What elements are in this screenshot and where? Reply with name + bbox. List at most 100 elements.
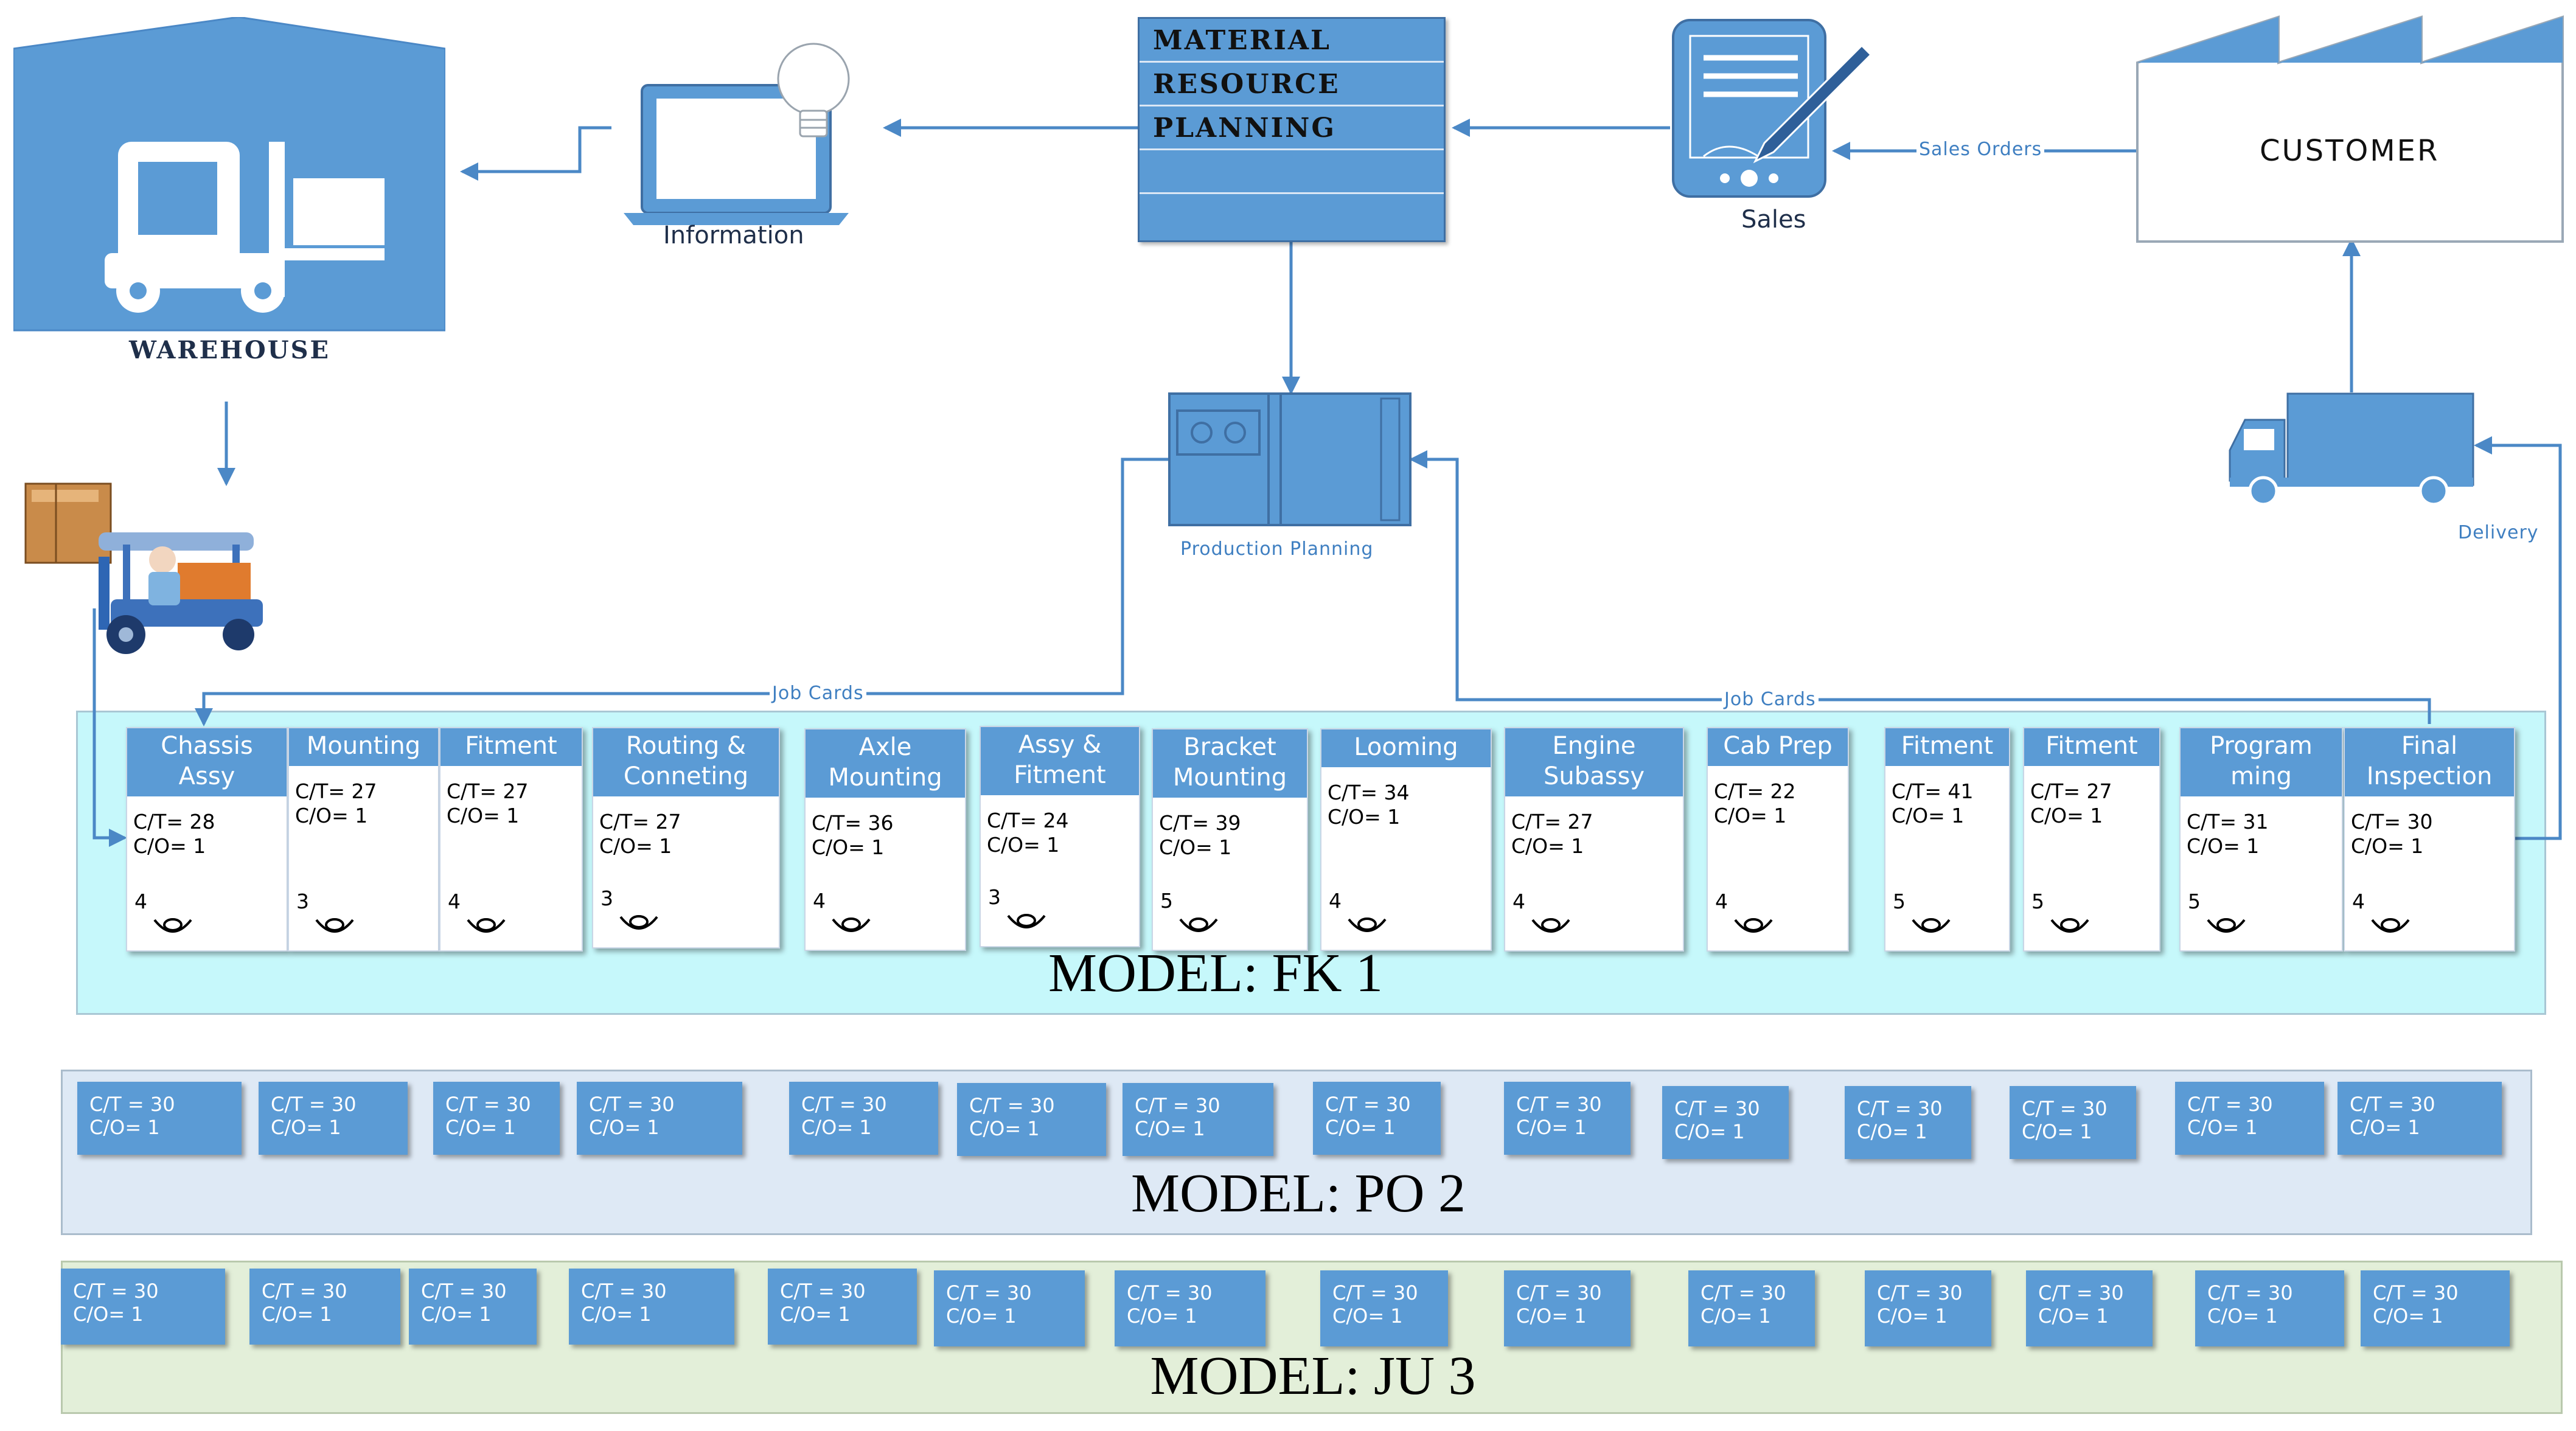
station-name: Routing & Conneting xyxy=(593,728,779,796)
model-po2-title: MODEL: PO 2 xyxy=(1130,1163,1466,1224)
model-ju3-title: MODEL: JU 3 xyxy=(1150,1346,1476,1406)
operator-icon xyxy=(832,917,871,932)
station-cycle-time: C/T= 27 xyxy=(599,810,681,834)
process-changeover: C/O= 1 xyxy=(2038,1304,2109,1328)
process-changeover: C/O= 1 xyxy=(2207,1304,2278,1328)
process-changeover: C/O= 1 xyxy=(2022,1120,2092,1143)
station-operator-count: 5 xyxy=(2188,890,2201,913)
station-changeover: C/O= 1 xyxy=(1328,805,1401,829)
station-card: Fitment C/T= 27 C/O= 1 4 xyxy=(439,727,583,952)
mrp-table: MATERIAL RESOURCE PLANNING xyxy=(1138,17,1446,242)
station-operator-count: 3 xyxy=(600,886,613,910)
process-cycle-time: C/T = 30 xyxy=(1332,1281,1418,1304)
process-box-ju3: C/T = 30 C/O= 1 xyxy=(2195,1270,2344,1346)
process-changeover: C/O= 1 xyxy=(801,1116,872,1139)
process-box-po2: C/T = 30 C/O= 1 xyxy=(433,1082,560,1155)
process-box-ju3: C/T = 30 C/O= 1 xyxy=(934,1270,1085,1346)
process-cycle-time: C/T = 30 xyxy=(780,1280,866,1303)
station-card: Routing & Conneting C/T= 27 C/O= 1 3 xyxy=(592,727,780,949)
operator-icon xyxy=(1348,917,1387,932)
station-cycle-time: C/T= 41 xyxy=(1892,779,1974,803)
process-box-po2: C/T = 30 C/O= 1 xyxy=(77,1082,242,1155)
process-changeover: C/O= 1 xyxy=(589,1116,660,1139)
process-changeover: C/O= 1 xyxy=(1135,1117,1205,1140)
process-box-ju3: C/T = 30 C/O= 1 xyxy=(2361,1270,2510,1346)
station-changeover: C/O= 1 xyxy=(599,834,672,858)
station-name: Fitment xyxy=(2024,728,2159,766)
station-card: Final Inspection C/T= 30 C/O= 1 4 xyxy=(2344,727,2515,952)
mrp-row-3: PLANNING xyxy=(1140,106,1444,150)
process-changeover: C/O= 1 xyxy=(2373,1304,2443,1328)
process-box-po2: C/T = 30 C/O= 1 xyxy=(1662,1086,1789,1159)
delivery-label: Delivery xyxy=(2458,522,2539,543)
process-cycle-time: C/T = 30 xyxy=(2350,1093,2435,1116)
process-changeover: C/O= 1 xyxy=(780,1303,851,1326)
process-box-po2: C/T = 30 C/O= 1 xyxy=(789,1082,938,1155)
process-cycle-time: C/T = 30 xyxy=(1127,1281,1213,1304)
station-changeover: C/O= 1 xyxy=(2351,834,2424,858)
mrp-row-2: RESOURCE xyxy=(1140,63,1444,106)
station-cycle-time: C/T= 27 xyxy=(447,779,529,803)
station-name: Program ming xyxy=(2181,728,2342,796)
station-name: Bracket Mounting xyxy=(1153,729,1307,798)
station-operator-count: 3 xyxy=(988,885,1001,909)
station-card: Assy & Fitment C/T= 24 C/O= 1 3 xyxy=(980,726,1140,947)
station-operator-count: 3 xyxy=(296,890,309,913)
station-card: Looming C/T= 34 C/O= 1 4 xyxy=(1320,728,1492,951)
process-cycle-time: C/T = 30 xyxy=(1877,1281,1963,1304)
process-box-ju3: C/T = 30 C/O= 1 xyxy=(249,1269,400,1345)
process-cycle-time: C/T = 30 xyxy=(801,1093,887,1116)
station-name: Mounting xyxy=(289,728,438,766)
process-changeover: C/O= 1 xyxy=(89,1116,160,1139)
process-cycle-time: C/T = 30 xyxy=(271,1093,357,1116)
station-card: Mounting C/T= 27 C/O= 1 3 xyxy=(288,727,439,952)
process-cycle-time: C/T = 30 xyxy=(73,1280,159,1303)
customer-label: CUSTOMER xyxy=(2260,134,2440,168)
station-card: Program ming C/T= 31 C/O= 1 5 xyxy=(2179,727,2343,952)
station-operator-count: 4 xyxy=(134,890,147,913)
process-box-po2: C/T = 30 C/O= 1 xyxy=(577,1082,742,1155)
process-cycle-time: C/T = 30 xyxy=(1516,1281,1602,1304)
station-name: Cab Prep xyxy=(1708,728,1848,766)
station-cycle-time: C/T= 34 xyxy=(1328,781,1410,804)
station-card: Bracket Mounting C/T= 39 C/O= 1 5 xyxy=(1152,728,1308,951)
station-cycle-time: C/T= 24 xyxy=(987,809,1069,832)
process-cycle-time: C/T = 30 xyxy=(2022,1097,2108,1120)
process-changeover: C/O= 1 xyxy=(262,1303,332,1326)
station-changeover: C/O= 1 xyxy=(1892,804,1965,827)
process-box-ju3: C/T = 30 C/O= 1 xyxy=(61,1269,225,1345)
process-cycle-time: C/T = 30 xyxy=(1325,1093,1411,1116)
process-cycle-time: C/T = 30 xyxy=(421,1280,507,1303)
station-changeover: C/O= 1 xyxy=(2030,804,2103,827)
operator-icon xyxy=(153,918,192,933)
process-cycle-time: C/T = 30 xyxy=(2038,1281,2124,1304)
process-box-ju3: C/T = 30 C/O= 1 xyxy=(409,1269,537,1345)
process-box-ju3: C/T = 30 C/O= 1 xyxy=(1115,1270,1265,1346)
station-changeover: C/O= 1 xyxy=(1714,804,1787,827)
laptop-bulb-icon xyxy=(624,43,850,225)
process-box-ju3: C/T = 30 C/O= 1 xyxy=(1865,1270,1991,1346)
job-cards-right-label: Job Cards xyxy=(1722,689,1819,710)
information-label: Information xyxy=(663,221,804,249)
process-box-po2: C/T = 30 C/O= 1 xyxy=(1313,1082,1441,1155)
process-cycle-time: C/T = 30 xyxy=(1701,1281,1786,1304)
warehouse-icon xyxy=(13,17,445,332)
process-cycle-time: C/T = 30 xyxy=(1516,1093,1602,1116)
process-changeover: C/O= 1 xyxy=(421,1303,492,1326)
operator-icon xyxy=(619,915,658,930)
station-cycle-time: C/T= 27 xyxy=(295,779,377,803)
process-box-po2: C/T = 30 C/O= 1 xyxy=(2338,1082,2502,1155)
process-changeover: C/O= 1 xyxy=(946,1304,1017,1328)
station-changeover: C/O= 1 xyxy=(987,833,1060,857)
station-name: Assy & Fitment xyxy=(981,727,1139,795)
station-changeover: C/O= 1 xyxy=(447,804,520,827)
operator-icon xyxy=(1179,917,1218,932)
station-name: Engine Subassy xyxy=(1505,728,1683,796)
process-box-ju3: C/T = 30 C/O= 1 xyxy=(1320,1270,1448,1346)
process-changeover: C/O= 1 xyxy=(2350,1116,2420,1139)
process-changeover: C/O= 1 xyxy=(271,1116,341,1139)
station-operator-count: 5 xyxy=(1160,889,1173,913)
station-changeover: C/O= 1 xyxy=(2187,834,2260,858)
process-changeover: C/O= 1 xyxy=(1701,1304,1771,1328)
